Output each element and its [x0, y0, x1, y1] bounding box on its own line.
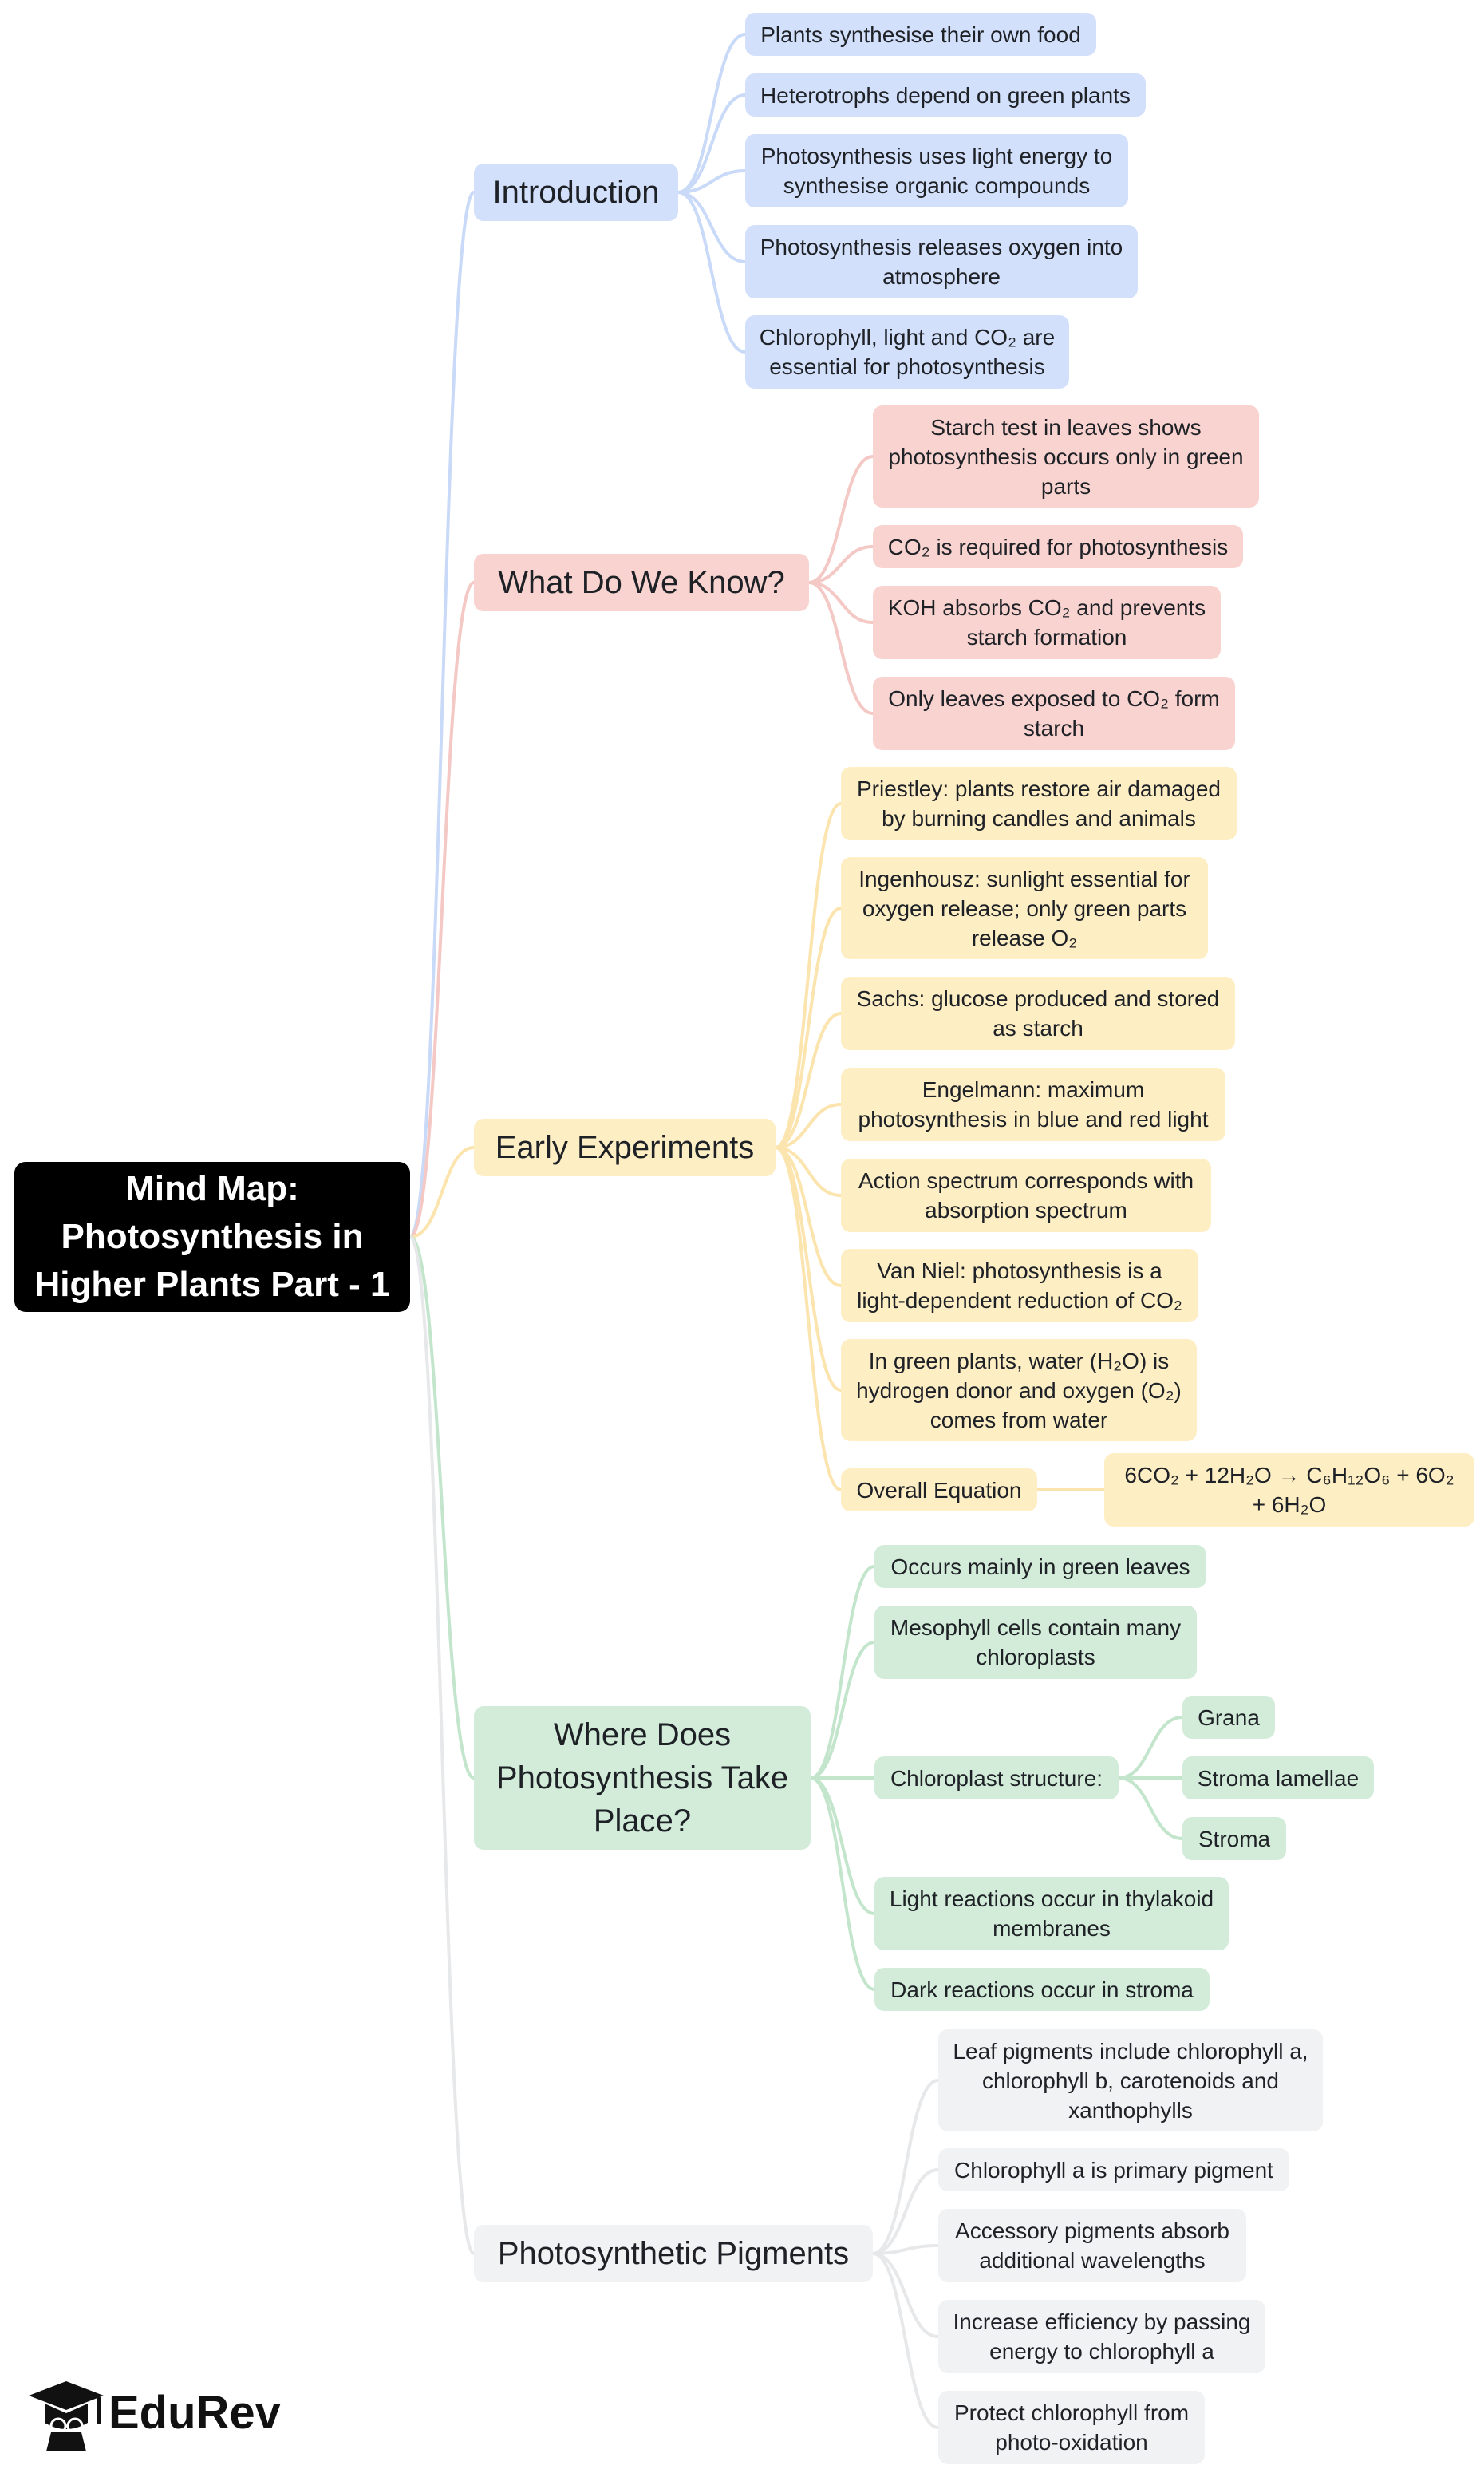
connector-intro-item-3: [677, 169, 747, 194]
edurev-logo-text: EduRev: [109, 2387, 281, 2439]
chloroplast-stroma-lamellae: Stroma lamellae: [1182, 1756, 1374, 1799]
pigment-item-1: Leaf pigments include chlorophyll a, chl…: [938, 2029, 1323, 2131]
connector-intro-item-4: [677, 191, 747, 263]
branch-introduction: Introduction: [474, 164, 678, 221]
connector-pigment-item-5: [871, 2252, 940, 2429]
connector-know-item-3: [807, 581, 874, 624]
connector-root-pigments: [408, 1235, 476, 2255]
pigment-item-5: Protect chlorophyll from photo-oxidation: [938, 2391, 1205, 2464]
connector-know-item-2: [807, 545, 874, 584]
know-item-2: CO₂ is required for photosynthesis: [873, 525, 1243, 568]
know-item-1: Starch test in leaves shows photosynthes…: [873, 405, 1259, 508]
know-item-4: Only leaves exposed to CO₂ form starch: [873, 677, 1235, 750]
connector-exp-item-2: [774, 907, 843, 1149]
exp-item-3: Sachs: glucose produced and stored as st…: [841, 977, 1235, 1050]
connector-pigment-item-4: [871, 2252, 940, 2338]
branch-introduction-label: Introduction: [492, 175, 660, 210]
connector-exp-item-5: [774, 1146, 843, 1197]
where-item-5: Dark reactions occur in stroma: [874, 1968, 1210, 2011]
branch-early-experiments-label: Early Experiments: [495, 1130, 755, 1165]
exp-item-7: In green plants, water (H₂O) is hydrogen…: [841, 1339, 1197, 1441]
connector-root-early_experiments: [408, 1146, 476, 1238]
branch-pigments: Photosynthetic Pigments: [474, 2225, 873, 2282]
branch-where-label: Where Does Photosynthesis Take Place?: [495, 1717, 789, 1839]
root-node: Mind Map: Photosynthesis in Higher Plant…: [14, 1162, 410, 1312]
where-item-2: Mesophyll cells contain many chloroplast…: [874, 1606, 1197, 1679]
where-item-4: Light reactions occur in thylakoid membr…: [874, 1877, 1229, 1950]
exp-item-2: Ingenhousz: sunlight essential for oxyge…: [841, 857, 1208, 959]
intro-item-3: Photosynthesis uses light energy to synt…: [745, 134, 1128, 207]
intro-item-4: Photosynthesis releases oxygen into atmo…: [745, 225, 1138, 298]
connector-root-introduction: [408, 191, 476, 1238]
connector-intro-item-5: [677, 191, 747, 354]
branch-what-do-we-know-label: What Do We Know?: [498, 565, 785, 600]
pigment-item-3: Accessory pigments absorb additional wav…: [938, 2209, 1246, 2282]
exp-item-overall-equation: Overall Equation: [841, 1468, 1037, 1511]
intro-item-2: Heterotrophs depend on green plants: [745, 73, 1146, 117]
branch-pigments-label: Photosynthetic Pigments: [497, 2236, 850, 2271]
connector-root-where: [408, 1235, 476, 1780]
connector-root-what_do_we_know: [408, 581, 476, 1238]
pigment-item-2: Chlorophyll a is primary pigment: [938, 2148, 1289, 2191]
connector-exp-item-6: [774, 1146, 843, 1287]
connector-pigment-item-2: [871, 2168, 940, 2255]
connector-pigment-item-3: [871, 2244, 940, 2255]
connector-chloroplast-grana: [1117, 1716, 1184, 1780]
connector-exp-item-3: [774, 1012, 843, 1149]
intro-item-5: Chlorophyll, light and CO₂ are essential…: [745, 315, 1069, 389]
where-item-chloroplast: Chloroplast structure:: [874, 1756, 1119, 1799]
branch-where: Where Does Photosynthesis Take Place?: [474, 1706, 811, 1850]
connector-exp-item-1: [774, 802, 843, 1149]
connector-intro-item-1: [677, 33, 747, 194]
connector-exp-item-4: [774, 1103, 843, 1149]
equation-node: 6CO₂ + 12H₂O → C₆H₁₂O₆ + 6O₂ + 6H₂O: [1104, 1453, 1474, 1527]
intro-item-1: Plants synthesise their own food: [745, 13, 1096, 56]
where-item-1: Occurs mainly in green leaves: [874, 1545, 1206, 1588]
connector-exp-item-overall-equation: [774, 1146, 843, 1491]
exp-item-6: Van Niel: photosynthesis is a light-depe…: [841, 1249, 1198, 1322]
connector-exp-item-7: [774, 1146, 843, 1392]
pigment-item-4: Increase efficiency by passing energy to…: [938, 2300, 1265, 2373]
graduation-cap-icon: [29, 2381, 104, 2451]
exp-item-1: Priestley: plants restore air damaged by…: [841, 767, 1237, 840]
connector-where-item-4: [809, 1776, 876, 1915]
connector-where-item-1: [809, 1565, 876, 1780]
root-title: Mind Map: Photosynthesis in Higher Plant…: [34, 1169, 390, 1304]
know-item-3: KOH absorbs CO₂ and prevents starch form…: [873, 586, 1221, 659]
branch-early-experiments: Early Experiments: [474, 1119, 776, 1176]
connector-chloroplast-stroma: [1117, 1776, 1184, 1840]
chloroplast-stroma: Stroma: [1182, 1817, 1286, 1860]
exp-item-4: Engelmann: maximum photosynthesis in blu…: [841, 1068, 1225, 1141]
exp-item-5: Action spectrum corresponds with absorpt…: [841, 1159, 1211, 1232]
branch-what-do-we-know: What Do We Know?: [474, 554, 809, 611]
connector-pigment-item-1: [871, 2079, 940, 2255]
chloroplast-grana: Grana: [1182, 1696, 1275, 1739]
connector-where-item-5: [809, 1776, 876, 1991]
connector-where-item-2: [809, 1641, 876, 1780]
connector-know-item-1: [807, 455, 874, 584]
connector-know-item-4: [807, 581, 874, 715]
connector-intro-item-2: [677, 93, 747, 194]
